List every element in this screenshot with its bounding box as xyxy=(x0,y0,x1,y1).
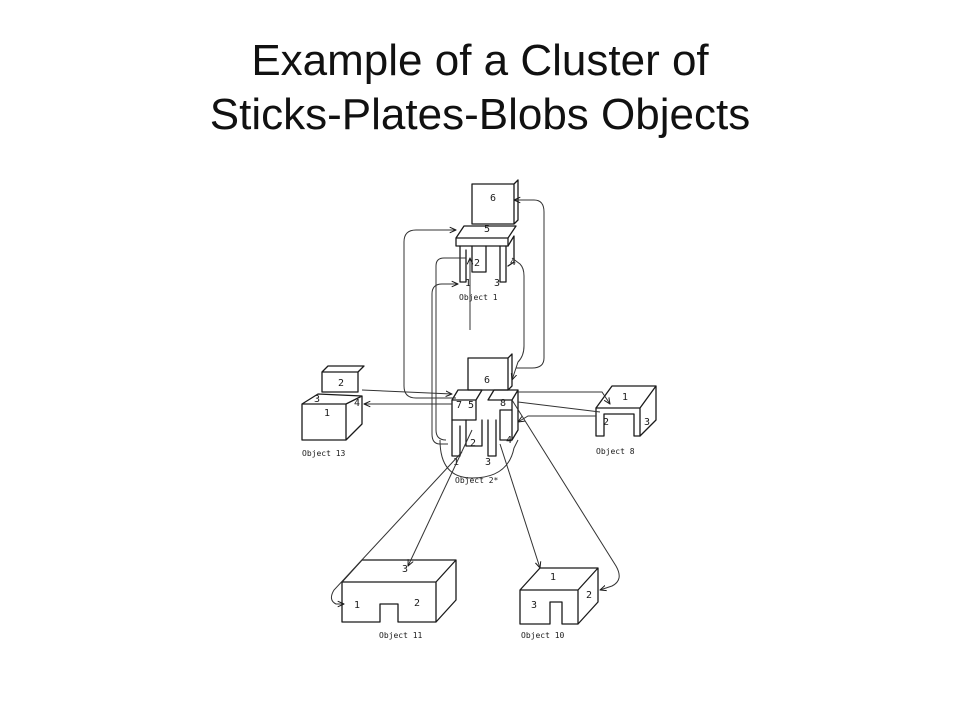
object-11-part-2: 2 xyxy=(414,598,420,609)
object-2-part-6: 6 xyxy=(484,375,490,386)
object-13-part-3: 3 xyxy=(314,394,320,405)
object-10-label: Object 10 xyxy=(521,631,565,640)
object-1-legs xyxy=(459,235,515,283)
object-13-part-1: 1 xyxy=(324,408,330,419)
arrow-o2-to-o8-top xyxy=(518,391,610,404)
arrow-o2-to-o1-outer-left xyxy=(403,230,456,399)
object-1-part-1: 1 xyxy=(465,278,471,289)
arrow-o2-to-o10 xyxy=(499,443,540,568)
arrow-o1-to-o2-right xyxy=(512,257,525,380)
object-2-legs xyxy=(451,409,513,457)
object-11-block xyxy=(341,559,457,623)
object-13-part-2: 2 xyxy=(338,378,344,389)
object-1-part-6: 6 xyxy=(490,193,496,204)
object-8-legs xyxy=(595,407,641,437)
object-2-part-3: 3 xyxy=(485,457,491,468)
arrow-o1-right-loop xyxy=(514,200,545,369)
object-1-part-4: 4 xyxy=(510,257,516,268)
object-13: 2 3 4 1 Object 13 xyxy=(301,365,365,458)
relation-arrows xyxy=(330,200,620,604)
object-10-part-3: 3 xyxy=(531,600,537,611)
object-8-top xyxy=(595,385,657,437)
arrow-o2-to-o11-top xyxy=(408,429,473,566)
object-2-part-2: 2 xyxy=(470,438,476,449)
arrow-o2-to-o1-inner-left xyxy=(431,284,458,445)
arrow-o1-loop-left xyxy=(435,257,466,441)
object-13-back-plate xyxy=(321,365,365,393)
object-1-label: Object 1 xyxy=(459,293,498,302)
object-10-part-2: 2 xyxy=(586,590,592,601)
object-1-part-5: 5 xyxy=(484,224,490,235)
object-8-part-1: 1 xyxy=(622,392,628,403)
arrow-o2-to-o8-cross xyxy=(517,401,601,413)
object-13-box xyxy=(301,393,363,441)
object-1: 6 5 2 4 1 3 Object 1 xyxy=(455,179,519,302)
object-10: 1 3 2 Object 10 xyxy=(519,567,599,640)
object-11-part-1: 1 xyxy=(354,600,360,611)
object-2-part-5: 5 xyxy=(468,400,474,411)
object-11-part-3: 3 xyxy=(402,564,408,575)
arrow-o2-to-o10-loop xyxy=(511,399,620,590)
object-8-part-3: 3 xyxy=(644,417,650,428)
arrow-o8-to-o2-mid xyxy=(518,415,596,422)
object-1-seat xyxy=(455,225,517,247)
arrow-o13-to-o2-top xyxy=(361,389,452,394)
arrow-o2-loop-bottom xyxy=(439,439,519,479)
object-8-label: Object 8 xyxy=(596,447,635,456)
object-11-label: Object 11 xyxy=(379,631,423,640)
object-2: 6 7 5 8 2 1 3 4 Object 2* xyxy=(451,353,519,485)
object-2-left-block xyxy=(451,389,483,421)
object-1-part-3: 3 xyxy=(494,278,500,289)
object-1-part-2: 2 xyxy=(474,258,480,269)
object-2-part-1: 1 xyxy=(453,457,459,468)
object-13-part-4: 4 xyxy=(354,398,360,409)
object-10-part-1: 1 xyxy=(550,572,556,583)
object-2-part-7: 7 xyxy=(456,400,462,411)
slide-title-line-2: Sticks-Plates-Blobs Objects xyxy=(209,90,751,139)
slide-title: Example of a Cluster of Sticks-Plates-Bl… xyxy=(0,34,960,142)
object-8: 1 2 3 Object 8 xyxy=(595,385,657,456)
object-2-part-4: 4 xyxy=(506,435,512,446)
arrow-o2-to-o11-left xyxy=(330,451,463,604)
object-10-block xyxy=(519,567,599,625)
slide-title-line-1: Example of a Cluster of xyxy=(251,36,709,85)
object-13-label: Object 13 xyxy=(302,449,346,458)
object-2-part-8: 8 xyxy=(500,398,506,409)
object-11: 3 1 2 Object 11 xyxy=(341,559,457,640)
object-2-label: Object 2* xyxy=(455,476,499,485)
object-8-part-2: 2 xyxy=(603,417,609,428)
